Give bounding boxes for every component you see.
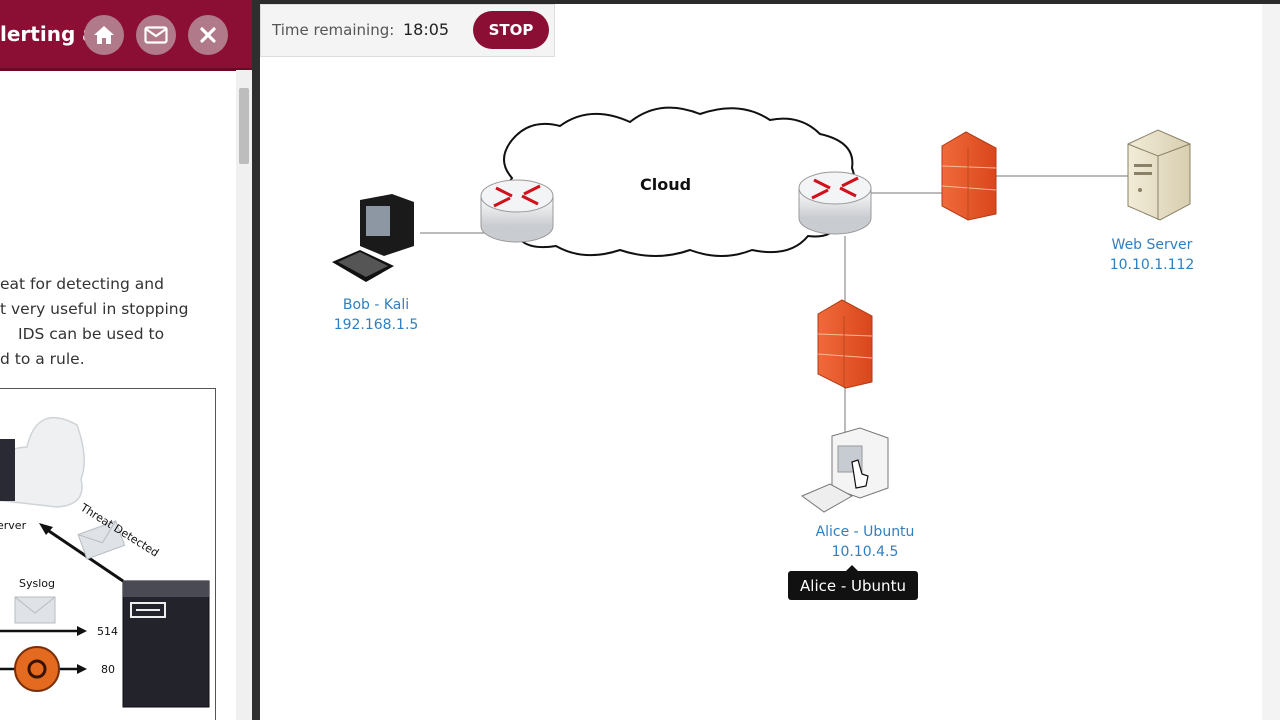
timer-value: 18:05 xyxy=(403,20,450,39)
lesson-paragraph: eat for detecting and t very useful in s… xyxy=(0,272,232,372)
cloud-label: Cloud xyxy=(640,175,692,194)
lesson-title: lerting a xyxy=(0,22,96,46)
threat-arrow xyxy=(42,525,124,583)
cursor-hand-icon xyxy=(851,459,869,489)
lesson-panel: lerting a eat for detecting and t very u… xyxy=(0,0,256,720)
lesson-header: lerting a xyxy=(0,0,252,71)
node-bob[interactable]: Bob - Kali 192.168.1.5 xyxy=(316,295,436,335)
canvas-scrollbar[interactable] xyxy=(1262,4,1280,720)
mail-icon xyxy=(144,26,168,44)
top-border xyxy=(256,0,1280,4)
panel-divider[interactable] xyxy=(252,0,260,720)
home-icon xyxy=(94,26,114,44)
server-rack-shape xyxy=(0,439,15,501)
lesson-line: IDS can be used to xyxy=(18,325,165,343)
node-bob-name: Bob - Kali xyxy=(342,297,410,313)
lesson-scrollbar-thumb[interactable] xyxy=(239,88,249,164)
envelope-icon xyxy=(77,520,126,560)
mail-button[interactable] xyxy=(136,15,176,55)
router-left-icon xyxy=(480,179,554,243)
node-alice[interactable]: Alice - Ubuntu 10.10.4.5 xyxy=(800,522,930,562)
web-server-icon xyxy=(1127,129,1191,221)
figure-port-514-label: 514 xyxy=(97,625,118,638)
biohazard-icon xyxy=(14,646,60,692)
node-alice-ip: 10.10.4.5 xyxy=(831,544,899,560)
lesson-line: t very useful in stopping xyxy=(0,300,189,318)
node-alice-name: Alice - Ubuntu xyxy=(815,524,915,540)
figure-port-80-label: 80 xyxy=(101,663,115,676)
stop-button[interactable]: STOP xyxy=(473,11,549,49)
figure-syslog-label: Syslog xyxy=(19,577,55,590)
close-icon xyxy=(200,27,216,43)
firewall-middle-icon xyxy=(817,299,873,389)
home-button[interactable] xyxy=(84,15,124,55)
node-tooltip: Alice - Ubuntu xyxy=(788,565,918,600)
bob-computer-icon xyxy=(332,194,414,282)
syslog-envelope-icon xyxy=(14,596,56,624)
lesson-line: eat for detecting and xyxy=(0,275,164,293)
timer-label: Time remaining: xyxy=(272,21,395,39)
node-bob-ip: 192.168.1.5 xyxy=(333,317,419,333)
alice-computer-icon xyxy=(800,427,889,513)
figure-server-label: erver xyxy=(0,519,27,532)
ids-diagram-figure: erver Threat Detected Syslog 514 80 xyxy=(0,388,216,720)
lesson-scrollbar[interactable] xyxy=(236,70,252,720)
ids-diagram xyxy=(0,416,210,708)
node-web-server[interactable]: Web Server 10.10.1.112 xyxy=(1092,235,1212,275)
node-web-ip: 10.10.1.112 xyxy=(1109,257,1195,273)
node-web-name: Web Server xyxy=(1111,237,1193,253)
firewall-top-icon xyxy=(941,131,997,221)
close-button[interactable] xyxy=(188,15,228,55)
router-right-icon xyxy=(798,171,872,235)
timer-bar: Time remaining: 18:05 STOP xyxy=(260,4,555,57)
lesson-line: d to a rule. xyxy=(0,350,85,368)
